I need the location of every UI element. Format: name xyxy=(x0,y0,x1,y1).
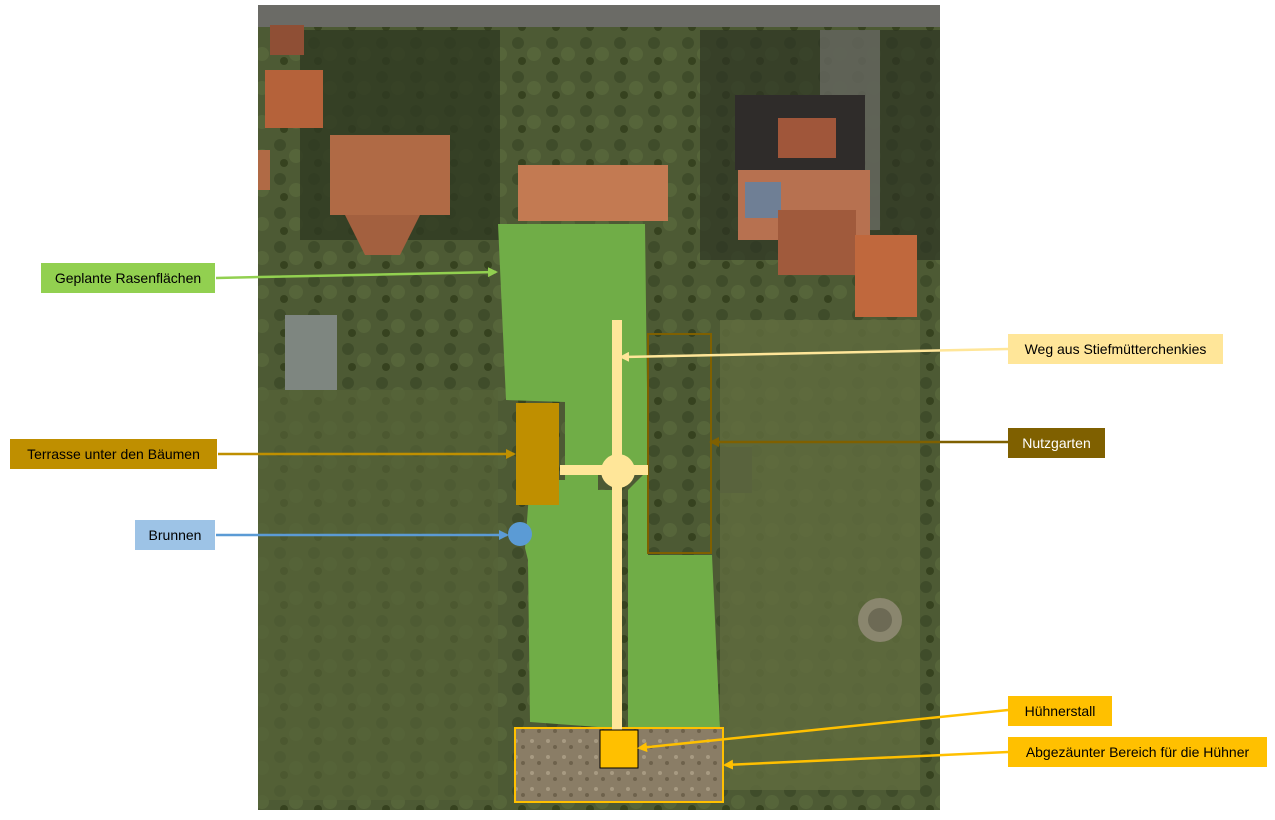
lawn-label: Geplante Rasenflächen xyxy=(41,263,215,293)
terrace-area xyxy=(516,403,559,505)
lawn-arrow xyxy=(215,267,498,280)
fenced-area-label: Abgezäunter Bereich für die Hühner xyxy=(1008,737,1267,767)
garden-label: Nutzgarten xyxy=(1008,428,1105,458)
fenced-area-arrow xyxy=(723,750,1009,770)
well-marker xyxy=(508,522,532,546)
coop-label: Hühnerstall xyxy=(1008,696,1112,726)
chicken-coop-marker xyxy=(599,729,639,769)
aerial-photo xyxy=(258,5,940,810)
lawn-area xyxy=(498,224,720,728)
path-label: Weg aus Stiefmütterchenkies xyxy=(1008,334,1223,364)
coop-arrow xyxy=(637,708,1009,753)
well-label: Brunnen xyxy=(135,520,215,550)
path-arrow xyxy=(619,347,1009,362)
gravel-path xyxy=(560,320,648,730)
house-roof xyxy=(518,165,668,221)
terrace-label: Terrasse unter den Bäumen xyxy=(10,439,217,469)
